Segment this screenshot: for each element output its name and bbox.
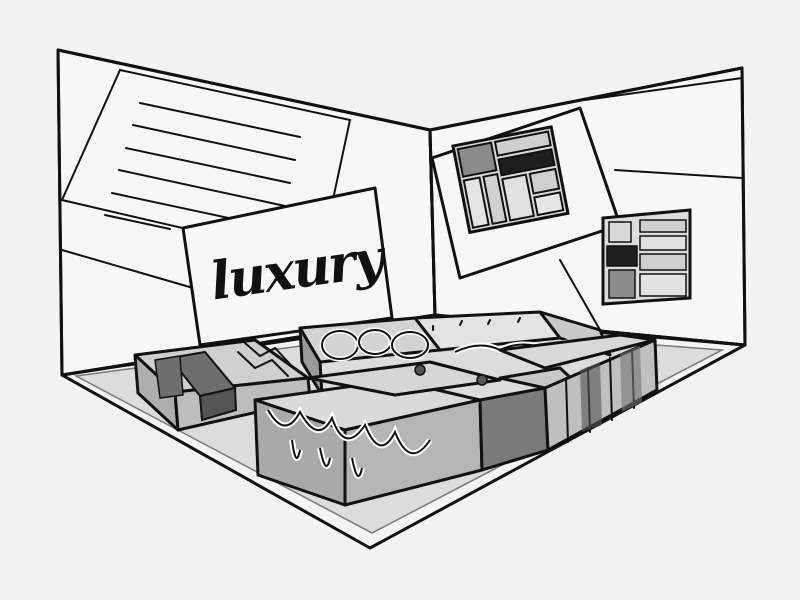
pearl — [476, 374, 488, 386]
mondrian-print-small — [601, 208, 692, 306]
right-wall — [428, 66, 747, 347]
pearl — [414, 364, 426, 376]
mondrian-print-large — [451, 125, 570, 235]
box-pearls — [306, 360, 502, 397]
luxury-sign: luxury — [181, 186, 394, 347]
box-ribbon — [133, 338, 312, 432]
box-striped — [498, 333, 659, 452]
box-wavy — [253, 378, 484, 507]
